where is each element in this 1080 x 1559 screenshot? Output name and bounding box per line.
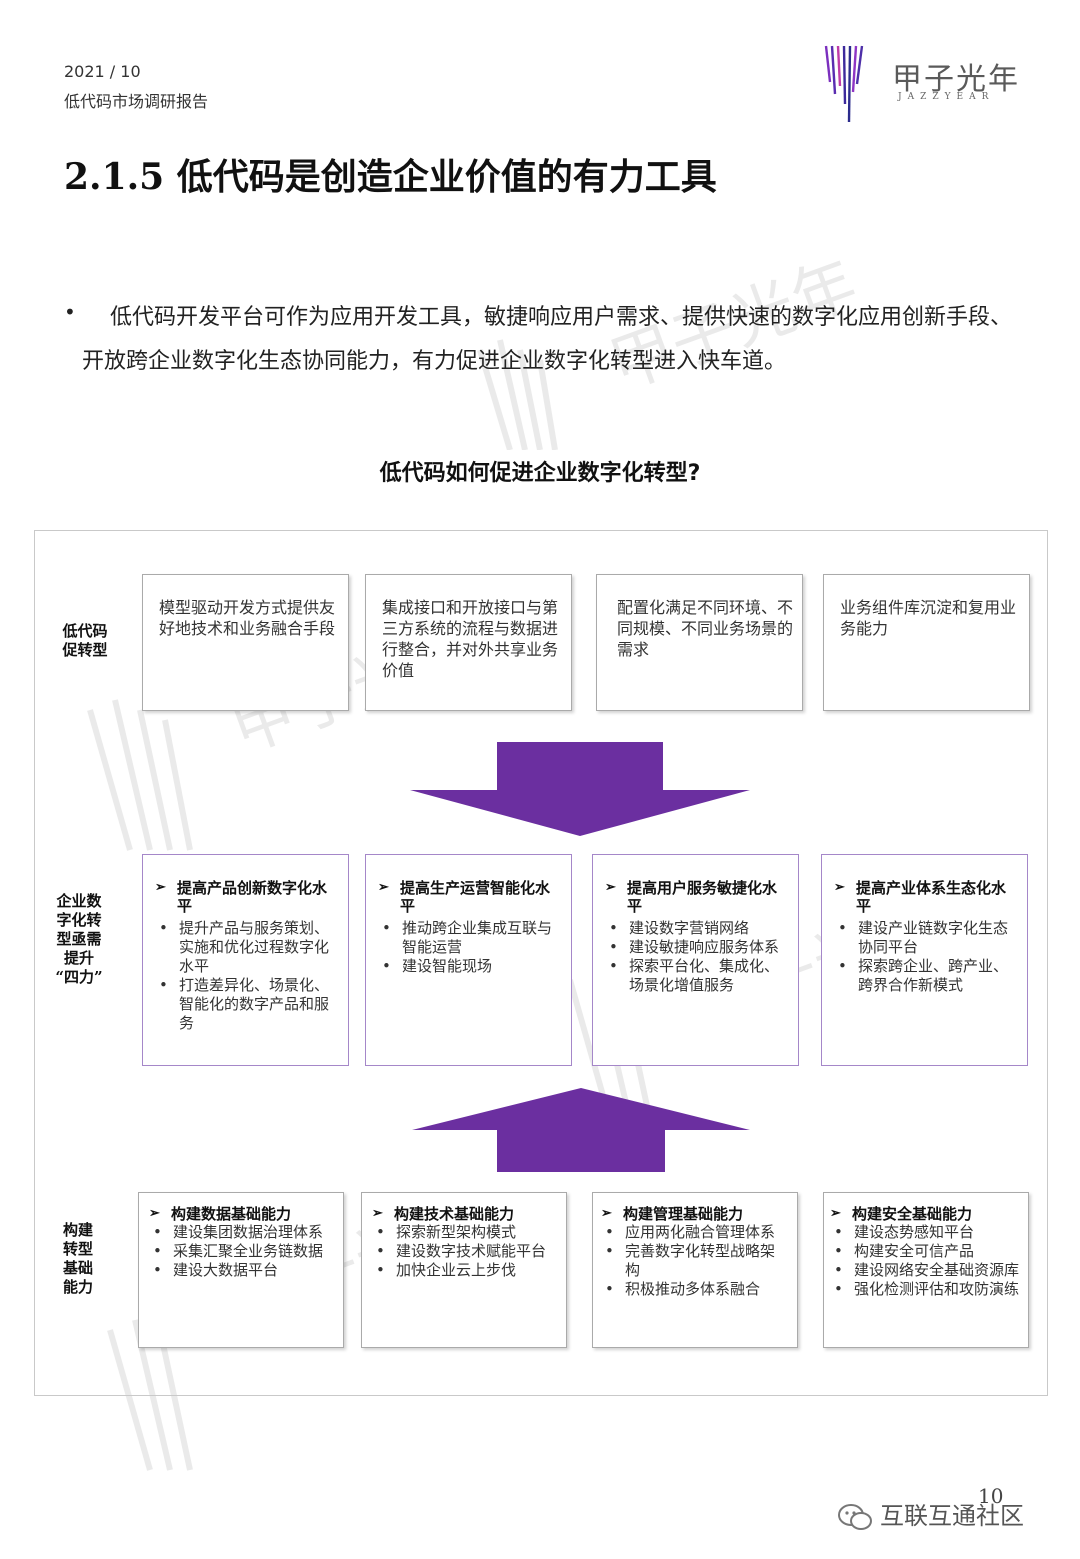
logo-english-name: JAZZYEAR [898, 92, 995, 102]
list-item: 建设态势感知平台 [830, 1223, 1024, 1242]
mid-box-head: ➢提高产业体系生态化水平 [834, 879, 1007, 915]
jazzyear-logo-icon [824, 45, 864, 123]
bottom-box-head: ➢构建管理基础能力 [601, 1205, 744, 1223]
list-item: 应用两化融合管理体系 [601, 1223, 789, 1242]
bottom-box: ➢构建数据基础能力 建设集团数据治理体系 采集汇聚全业务链数据 建设大数据平台 [138, 1192, 344, 1348]
list-item: 建设大数据平台 [149, 1261, 335, 1280]
list-item: 建设集团数据治理体系 [149, 1223, 335, 1242]
list-item: 采集汇聚全业务链数据 [149, 1242, 335, 1261]
up-arrow-icon [412, 1088, 750, 1172]
list-item: 强化检测评估和攻防演练 [830, 1280, 1024, 1299]
mid-box: ➢提高生产运营智能化水平 推动跨企业集成互联与智能运营 建设智能现场 [365, 854, 572, 1066]
bottom-box-head: ➢构建技术基础能力 [372, 1205, 515, 1223]
list-item: 建设数字营销网络 [605, 919, 788, 938]
list-item: 建设数字技术赋能平台 [372, 1242, 558, 1261]
list-item: 打造差异化、场景化、智能化的数字产品和服务 [155, 976, 338, 1033]
bottom-box: ➢构建技术基础能力 探索新型架构模式 建设数字技术赋能平台 加快企业云上步伐 [361, 1192, 567, 1348]
list-item: 探索跨企业、跨产业、跨界合作新模式 [834, 957, 1017, 995]
bottom-box: ➢构建安全基础能力 建设态势感知平台 构建安全可信产品 建设网络安全基础资源库 … [823, 1192, 1029, 1348]
top-box: 业务组件库沉淀和复用业务能力 [823, 574, 1030, 711]
bottom-box-head: ➢构建数据基础能力 [149, 1205, 292, 1223]
list-item: 推动跨企业集成互联与智能运营 [378, 919, 561, 957]
arrow-bullet-icon: ➢ [149, 1206, 160, 1221]
list-item: 建设网络安全基础资源库 [830, 1261, 1024, 1280]
report-name: 低代码市场调研报告 [64, 92, 209, 111]
down-arrow-icon [410, 742, 750, 836]
list-item: 探索平台化、集成化、场景化增值服务 [605, 957, 788, 995]
diagram-title: 低代码如何促进企业数字化转型? [379, 461, 701, 486]
bottom-box: ➢构建管理基础能力 应用两化融合管理体系 完善数字化转型战略架构 积极推动多体系… [592, 1192, 798, 1348]
source-label: 互联互通社区 [880, 1502, 1024, 1530]
top-box: 配置化满足不同环境、不同规模、不同业务场景的需求 [596, 574, 803, 711]
row-label-foundation: 构建 转型 基础 能力 [62, 1221, 93, 1296]
arrow-bullet-icon: ➢ [372, 1206, 383, 1221]
mid-box-head: ➢提高产品创新数字化水平 [155, 879, 328, 915]
mid-box: ➢提高产品创新数字化水平 提升产品与服务策划、实施和优化过程数字化水平 打造差异… [142, 854, 349, 1066]
diagram-frame [34, 530, 1048, 1396]
mid-box: ➢提高用户服务敏捷化水平 建设数字营销网络 建设敏捷响应服务体系 探索平台化、集… [592, 854, 799, 1066]
top-box-text: 模型驱动开发方式提供友好地技术和业务融合手段 [159, 598, 336, 638]
list-item: 积极推动多体系融合 [601, 1280, 789, 1299]
top-box-text: 集成接口和开放接口与第三方系统的流程与数据进行整合，并对外共享业务价值 [382, 598, 559, 680]
arrow-bullet-icon: ➢ [601, 1206, 612, 1221]
arrow-bullet-icon: ➢ [605, 880, 616, 895]
report-date: 2021 / 10 [64, 62, 141, 81]
arrow-bullet-icon: ➢ [155, 880, 166, 895]
list-item: 探索新型架构模式 [372, 1223, 558, 1242]
bottom-box-head: ➢构建安全基础能力 [830, 1205, 973, 1223]
top-box: 模型驱动开发方式提供友好地技术和业务融合手段 [142, 574, 349, 711]
intro-paragraph: 低代码开发平台可作为应用开发工具，敏捷响应用户需求、提供快速的数字化应用创新手段… [82, 305, 1013, 374]
arrow-bullet-icon: ➢ [378, 880, 389, 895]
page-title: 2.1.5 低代码是创造企业价值的有力工具 [64, 156, 717, 198]
top-box-text: 业务组件库沉淀和复用业务能力 [840, 598, 1017, 638]
source-watermark: 互联互通社区 [838, 1496, 1024, 1531]
mid-box-head: ➢提高用户服务敏捷化水平 [605, 879, 778, 915]
bullet-icon: • [64, 300, 76, 324]
list-item: 建设智能现场 [378, 957, 561, 976]
row-label-four-forces: 企业数 字化转 型亟需 提升 “四力” [55, 892, 103, 986]
list-item: 建设敏捷响应服务体系 [605, 938, 788, 957]
top-box: 集成接口和开放接口与第三方系统的流程与数据进行整合，并对外共享业务价值 [365, 574, 572, 711]
page-number: 10 [978, 1484, 1004, 1508]
wechat-icon [838, 1504, 872, 1530]
list-item: 构建安全可信产品 [830, 1242, 1024, 1261]
list-item: 提升产品与服务策划、实施和优化过程数字化水平 [155, 919, 338, 976]
mid-box-head: ➢提高生产运营智能化水平 [378, 879, 551, 915]
arrow-bullet-icon: ➢ [830, 1206, 841, 1221]
logo-chinese-name: 甲子光年 [892, 62, 1020, 97]
list-item: 加快企业云上步伐 [372, 1261, 558, 1280]
mid-box: ➢提高产业体系生态化水平 建设产业链数字化生态协同平台 探索跨企业、跨产业、跨界… [821, 854, 1028, 1066]
arrow-bullet-icon: ➢ [834, 880, 845, 895]
list-item: 建设产业链数字化生态协同平台 [834, 919, 1017, 957]
list-item: 完善数字化转型战略架构 [601, 1242, 789, 1280]
top-box-text: 配置化满足不同环境、不同规模、不同业务场景的需求 [617, 598, 794, 659]
row-label-low-code: 低代码 促转型 [62, 622, 108, 659]
